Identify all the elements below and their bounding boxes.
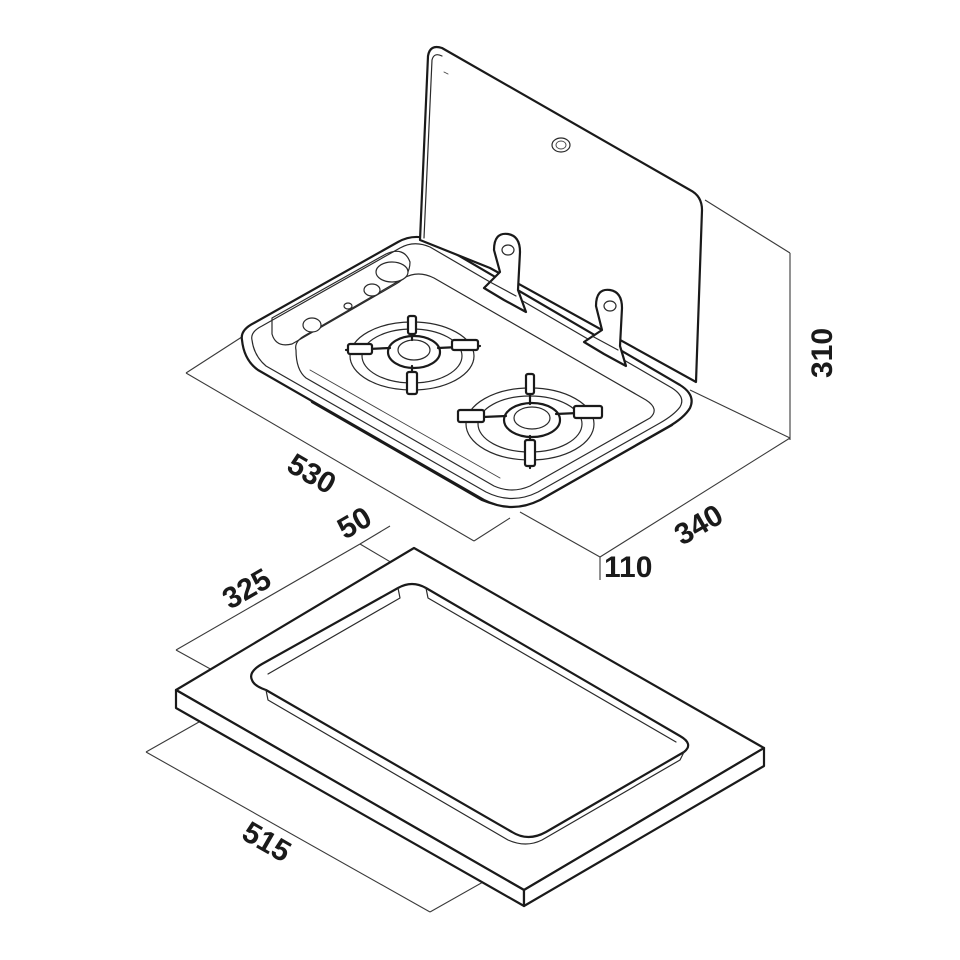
burner-left [344,314,482,396]
dimension-label-cutout-length: 515 [237,815,297,869]
hob-dimension-lines [185,199,791,580]
dimension-label-height: 310 [806,328,839,378]
dimension-label-depth: 110 [604,551,652,584]
burner-right [456,372,604,470]
dimension-label-cutout-width: 325 [217,562,277,616]
dimension-label-length: 530 [282,447,342,501]
gas-hob [240,235,693,509]
lid-hinges [482,232,628,368]
dimension-label-width: 340 [669,498,729,552]
worktop-cutout [174,546,766,908]
glass-lid [418,45,704,384]
dimension-label-offset: 50 [332,501,377,546]
